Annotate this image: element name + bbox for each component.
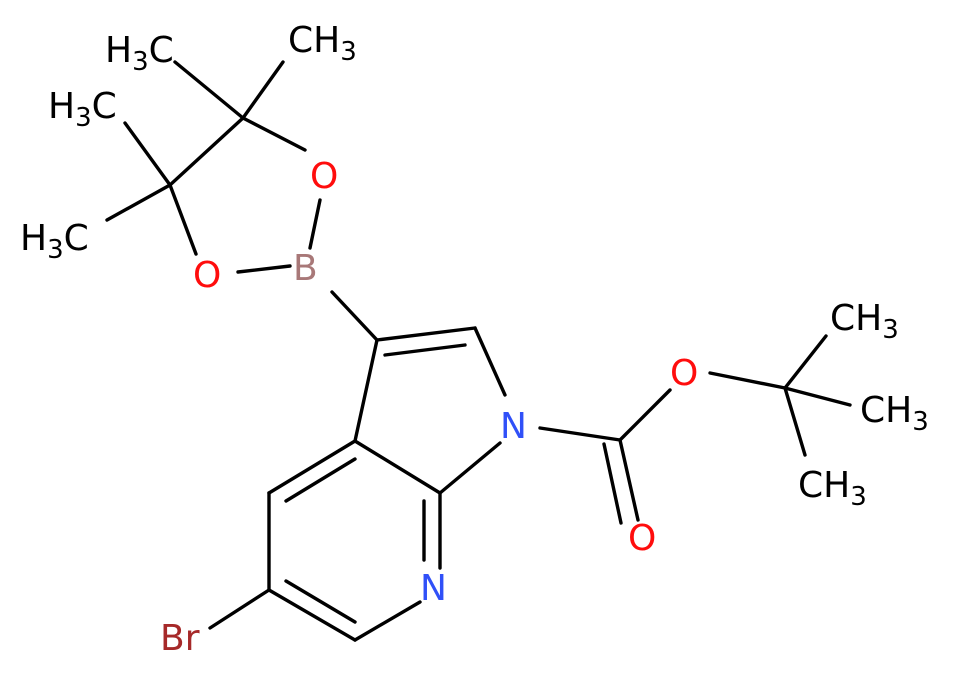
bond-c4-c3a	[267, 439, 357, 495]
methyl-label-top-left: H3C	[105, 30, 174, 77]
boron-label: B	[293, 248, 318, 289]
bond-carbonyl-ester-o	[618, 388, 672, 442]
bond-carbonyl-o-double	[602, 442, 623, 525]
bond-c5-c6-double	[284, 579, 357, 624]
atom-labels: CH3 H3C H3C H3C CH3 CH3 CH3 O O B O N O …	[20, 20, 929, 659]
bonds	[105, 60, 852, 642]
oxygen-label-ring-left: O	[193, 255, 221, 296]
bond-c5-br	[208, 588, 271, 630]
bond-cq-h3c-low	[105, 183, 172, 222]
methyl-label-tbu-bottom: CH3	[798, 465, 867, 512]
bond-ester-o-tbu	[708, 371, 787, 390]
nitrogen-label-pyridine: N	[420, 568, 447, 609]
bond-o-left-cq	[168, 183, 198, 256]
bond-c5-c6	[267, 588, 357, 642]
bond-o-top-cq	[241, 116, 307, 152]
bond-b-o-left	[236, 264, 292, 274]
bond-cq-cq	[168, 116, 245, 187]
methyl-label-mid-left: H3C	[48, 86, 117, 133]
bond-c3-b	[330, 290, 379, 342]
bond-b-o-top	[308, 198, 322, 250]
bond-cq-ch3-top	[241, 60, 285, 120]
bond-c2-n1	[473, 326, 507, 397]
bond-c3-c2-double	[383, 343, 467, 357]
bond-c6-n7	[353, 600, 422, 642]
bond-n1-carbonyl	[538, 426, 622, 442]
methyl-label-top: CH3	[288, 20, 357, 67]
bond-n1-c7a	[438, 441, 502, 495]
bond-tbu-ch3-right	[783, 386, 852, 407]
bond-c7a-c3a	[353, 439, 442, 495]
methyl-label-tbu-top: CH3	[830, 298, 899, 345]
oxygen-label-carbonyl: O	[628, 518, 656, 559]
bromine-label: Br	[160, 618, 200, 659]
bond-tbu-ch3-bottom	[783, 386, 807, 457]
bond-c3a-c3	[353, 338, 379, 443]
oxygen-label-ring-top: O	[310, 156, 338, 197]
bond-cq-h3c-top	[173, 60, 245, 120]
nitrogen-label-pyrrole: N	[500, 406, 527, 447]
bond-carbonyl-o	[618, 438, 640, 522]
methyl-label-low-left: H3C	[20, 218, 89, 265]
oxygen-label-ester: O	[670, 353, 698, 394]
bond-c4-c3a-double	[284, 457, 357, 503]
bond-cq-h3c-mid	[123, 121, 172, 187]
methyl-label-tbu-right: CH3	[860, 390, 929, 437]
bond-tbu-ch3-top	[783, 334, 828, 390]
bond-c3-c2	[375, 326, 477, 342]
